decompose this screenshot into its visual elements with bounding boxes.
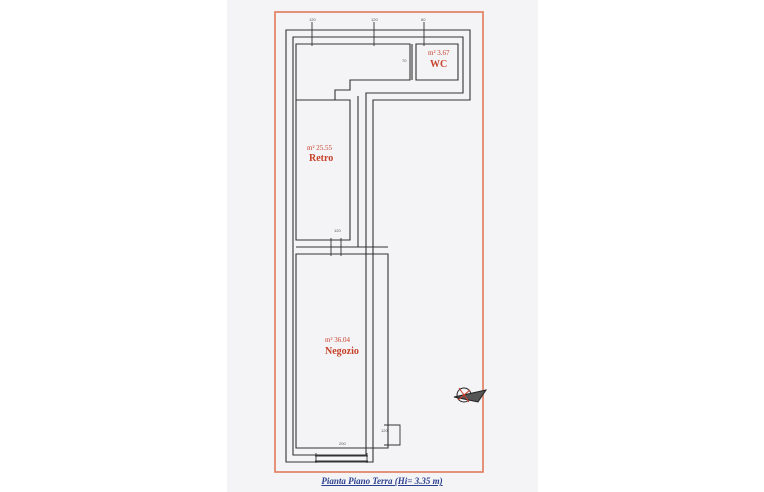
wc-name: WC — [430, 59, 447, 70]
north-arrow-icon — [453, 387, 488, 403]
svg-text:70: 70 — [402, 58, 407, 63]
retro-name: Retro — [309, 153, 333, 164]
svg-text:120: 120 — [309, 17, 316, 22]
svg-text:120: 120 — [334, 228, 341, 233]
svg-text:120: 120 — [381, 428, 388, 433]
sheet-border — [274, 11, 484, 473]
negozio-name: Negozio — [325, 346, 359, 357]
interior-walls — [295, 43, 459, 449]
wc-area: m² 3.67 — [428, 49, 450, 57]
svg-text:60: 60 — [421, 17, 426, 22]
drawing-sheet — [227, 0, 538, 492]
negozio-area: m² 36.04 — [325, 336, 351, 344]
svg-text:120: 120 — [371, 17, 378, 22]
plan-caption: Pianta Piano Terra (Hi= 3.35 m) — [321, 476, 443, 486]
outer-walls — [285, 29, 471, 463]
retro-area: m² 25.55 — [307, 144, 333, 152]
svg-text:200: 200 — [339, 441, 346, 446]
openings — [308, 22, 428, 463]
dimension-labels: 120 120 60 120 120 200 70 — [309, 17, 426, 446]
